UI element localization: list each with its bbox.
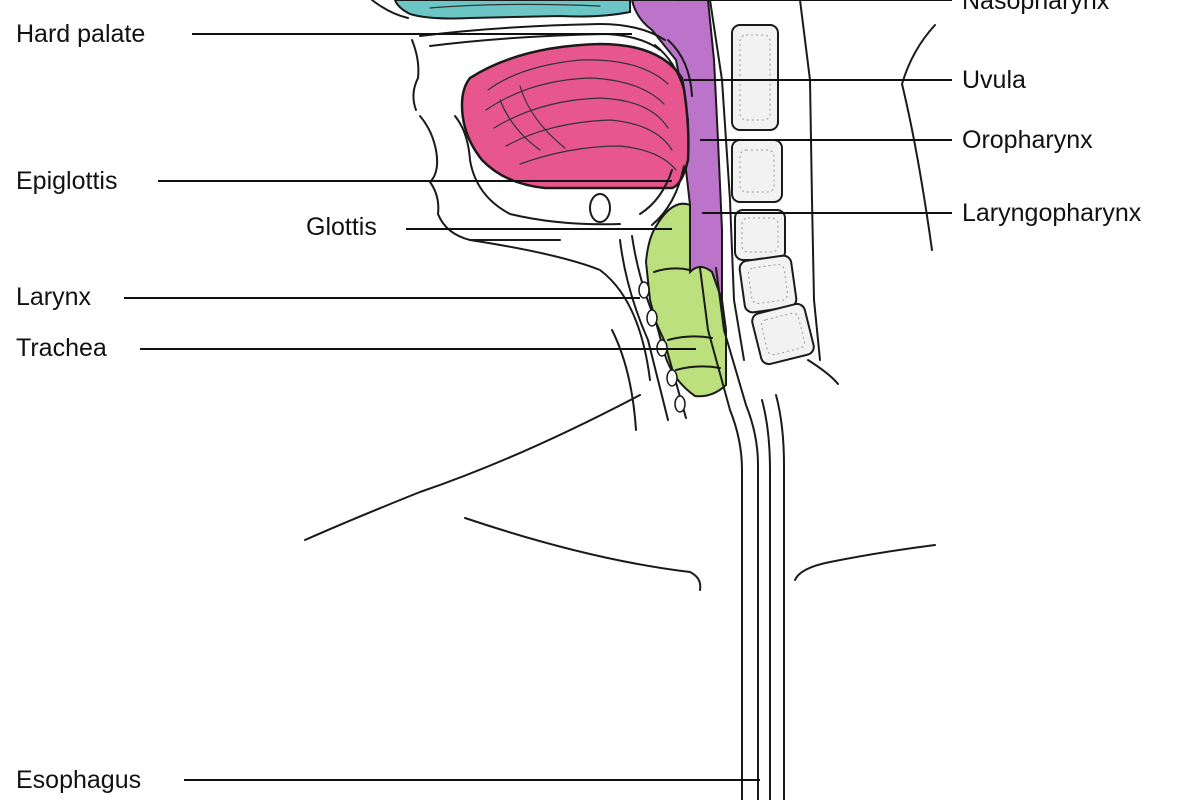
nasal-turbinate bbox=[429, 3, 601, 9]
head-back-outline bbox=[807, 24, 936, 385]
label-larynx: Larynx bbox=[16, 283, 92, 311]
label-uvula: Uvula bbox=[962, 66, 1026, 94]
trachea-front-wall bbox=[619, 235, 687, 421]
palate bbox=[419, 23, 693, 97]
label-epiglottis: Epiglottis bbox=[16, 167, 118, 195]
leader-lines bbox=[124, 0, 952, 781]
label-laryngopharynx: Laryngopharynx bbox=[962, 199, 1142, 227]
label-esophagus: Esophagus bbox=[16, 766, 142, 794]
tongue-muscle-lines bbox=[485, 59, 677, 171]
label-hard-palate: Hard palate bbox=[16, 20, 146, 48]
label-trachea: Trachea bbox=[16, 334, 107, 362]
neck-contour bbox=[469, 239, 651, 431]
tongue-region bbox=[460, 42, 690, 190]
shoulders bbox=[304, 394, 936, 591]
face-profile bbox=[371, 0, 621, 241]
nasal-cavity-region bbox=[393, 0, 631, 20]
label-oropharynx: Oropharynx bbox=[962, 126, 1093, 154]
label-nasopharynx: Nasopharynx bbox=[962, 0, 1110, 15]
cervical-vertebrae bbox=[709, 0, 821, 366]
trachea-rings bbox=[653, 267, 721, 371]
hyoid-epiglottis bbox=[589, 165, 685, 226]
esophagus-tube bbox=[699, 267, 785, 800]
label-glottis: Glottis bbox=[306, 213, 377, 241]
